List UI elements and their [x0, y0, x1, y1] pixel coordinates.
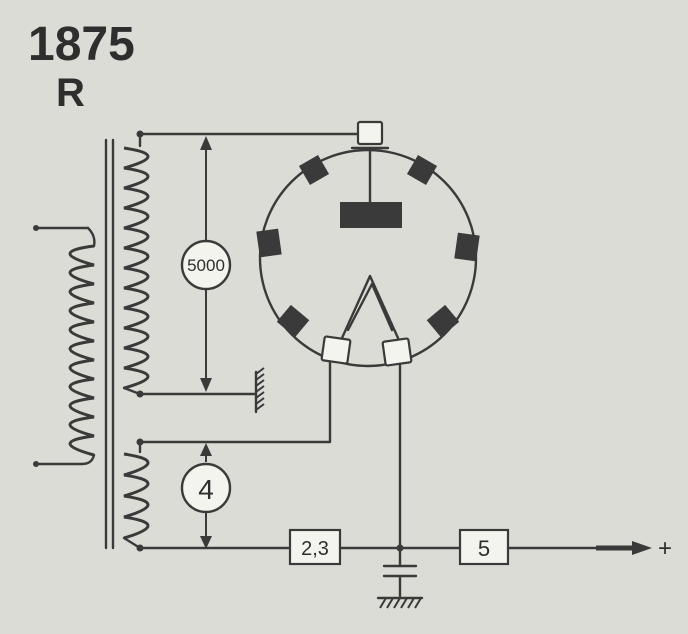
cathode-terminal-right	[381, 337, 413, 367]
output-arrow	[506, 541, 652, 555]
cathode-terminal-left	[320, 335, 352, 365]
box-2-3-label: 2,3	[301, 538, 329, 560]
filament-meter-label: 4	[198, 474, 214, 505]
hv-ground-icon	[254, 367, 265, 414]
secondary-filament-coil	[122, 440, 150, 550]
figure-number: 1875	[28, 18, 135, 71]
hv-meter: 5000	[180, 239, 232, 291]
electrode-pads	[256, 154, 480, 338]
filament-wire-a	[138, 360, 332, 444]
capacitor-icon	[382, 546, 418, 598]
secondary-hv-coil	[122, 132, 150, 396]
box-5-label: 5	[478, 536, 490, 561]
primary-coil	[34, 226, 96, 466]
cathode-filament-inner	[346, 282, 394, 332]
anode-target	[340, 202, 402, 228]
figure-letter: R	[56, 71, 85, 115]
hv-meter-label: 5000	[187, 256, 225, 275]
cathode-filament	[340, 274, 400, 340]
plus-terminal-label: +	[658, 535, 672, 562]
filament-dimension-arrow	[200, 443, 212, 549]
box-2-3: 2,3	[288, 528, 342, 566]
filament-meter: 4	[180, 462, 232, 514]
hv-dimension-arrow	[200, 136, 212, 392]
capacitor-ground-icon	[376, 596, 424, 609]
box-5: 5	[458, 528, 510, 566]
tube-anode-cap	[350, 120, 390, 150]
